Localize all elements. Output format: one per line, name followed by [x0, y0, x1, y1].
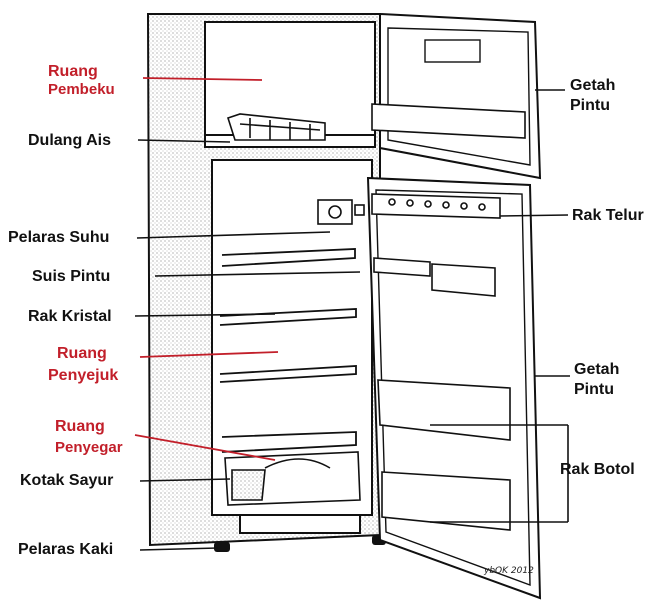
fridge-shelves	[219, 248, 357, 453]
label-kotak-sayur: Kotak Sayur	[20, 472, 114, 489]
red-pointer-lines	[134, 77, 279, 461]
label-getah-pintu-bottom-line1: Getah	[574, 361, 620, 378]
label-rak-kristal: Rak Kristal	[28, 308, 112, 325]
label-pelaras-suhu: Pelaras Suhu	[8, 229, 110, 246]
ice-tray	[226, 113, 326, 141]
label-dulang-ais: Dulang Ais	[28, 132, 111, 149]
freezer-door	[371, 12, 542, 180]
pointer-lines	[134, 89, 570, 551]
label-getah-pintu-top-line2: Pintu	[570, 97, 610, 114]
label-ruang-pembeku-line2: Pembeku	[48, 81, 115, 98]
label-ruang-penyejuk-line2: Penyejuk	[48, 367, 119, 384]
label-suis-pintu: Suis Pintu	[32, 268, 111, 285]
credit-watermark: ybOK 2012	[484, 566, 534, 576]
label-rak-botol: Rak Botol	[560, 461, 635, 478]
label-pelaras-kaki: Pelaras Kaki	[18, 541, 114, 558]
label-ruang-penyegar-line2: Penyegar	[55, 439, 123, 456]
label-getah-pintu-bottom-line2: Pintu	[574, 381, 614, 398]
label-ruang-penyejuk-line1: Ruang	[57, 345, 107, 362]
label-getah-pintu-top-line1: Getah	[570, 77, 616, 94]
label-ruang-pembeku-line1: Ruang	[48, 63, 98, 80]
thermostat-control	[317, 199, 365, 225]
egg-rack	[371, 193, 501, 219]
label-rak-telur: Rak Telur	[572, 207, 644, 224]
crisper-drawer	[224, 451, 361, 506]
label-ruang-penyegar-line1: Ruang	[55, 418, 105, 435]
door-racks	[373, 257, 496, 297]
